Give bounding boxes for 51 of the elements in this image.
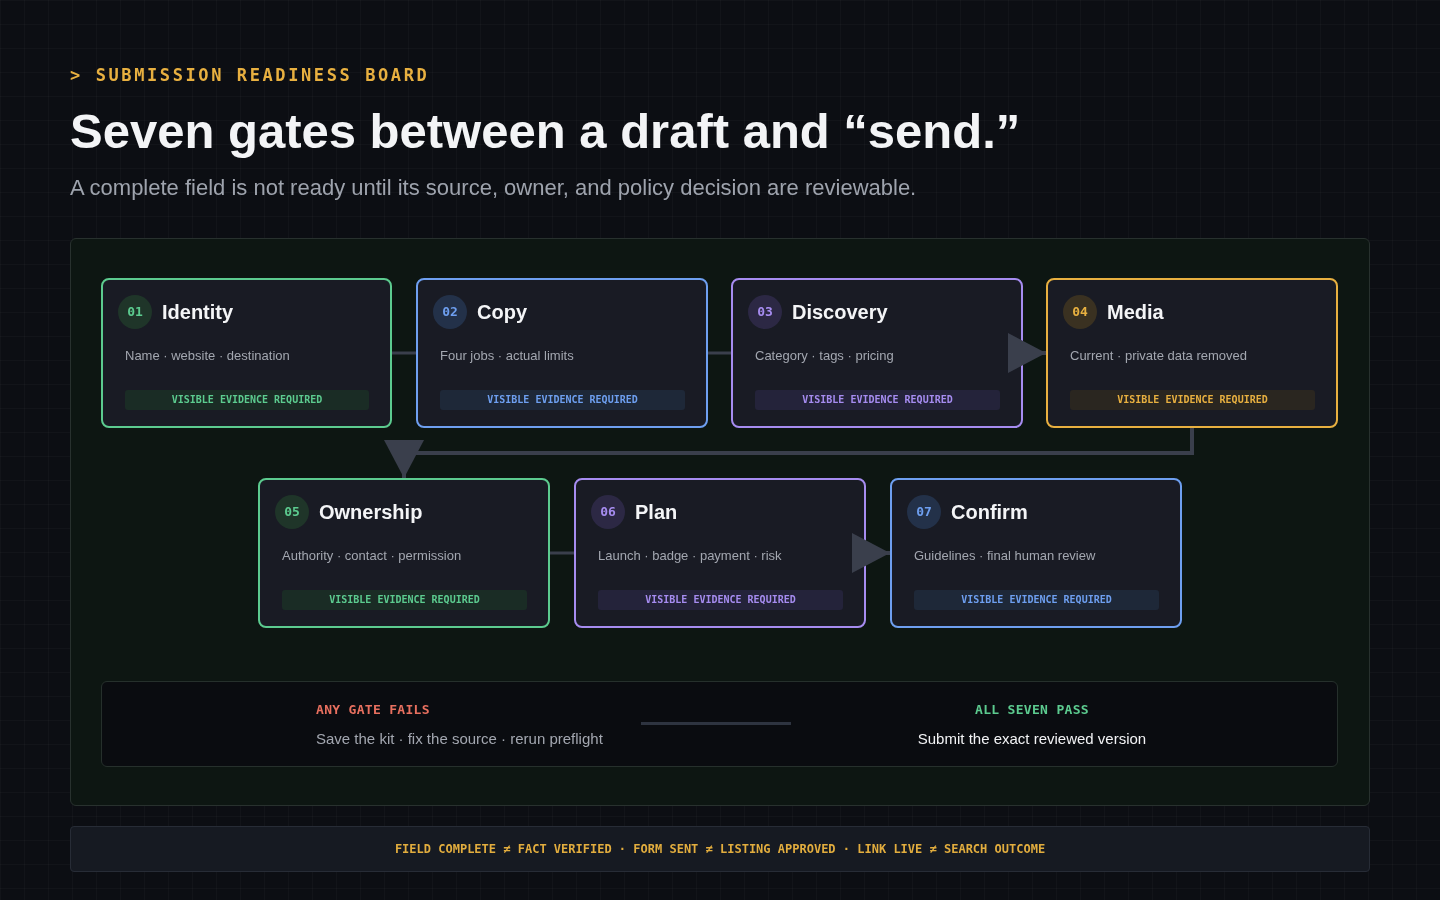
gate-description: Launch · badge · payment · risk bbox=[598, 548, 782, 564]
evidence-tag: VISIBLE EVIDENCE REQUIRED bbox=[914, 590, 1159, 610]
evidence-tag: VISIBLE EVIDENCE REQUIRED bbox=[755, 390, 1000, 410]
gate-title: Identity bbox=[162, 300, 234, 324]
outcome-heading: ANY GATE FAILS bbox=[316, 702, 430, 718]
outcome-heading: ALL SEVEN PASS bbox=[975, 702, 1089, 718]
gate-card bbox=[101, 278, 392, 428]
gate-title: Media bbox=[1107, 300, 1164, 324]
evidence-tag: VISIBLE EVIDENCE REQUIRED bbox=[1070, 390, 1315, 410]
evidence-tag: VISIBLE EVIDENCE REQUIRED bbox=[125, 390, 369, 410]
arrow bbox=[1008, 333, 1046, 373]
gate-description: Current · private data removed bbox=[1070, 348, 1248, 364]
outcome-panel bbox=[101, 681, 1338, 767]
step-number: 05 bbox=[275, 495, 309, 529]
evidence-tag: VISIBLE EVIDENCE REQUIRED bbox=[598, 590, 843, 610]
gate-description: Four jobs · actual limits bbox=[440, 348, 574, 364]
step-number: 04 bbox=[1063, 295, 1097, 329]
footer-note: FIELD COMPLETE ≠ FACT VERIFIED · FORM SENT ≠ LISTING APPROVED · LINK LIVE ≠ SEARCH OUTCOME bbox=[70, 826, 1370, 872]
board-panel bbox=[70, 238, 1370, 806]
eyebrow-label: > SUBMISSION READINESS BOARD bbox=[70, 65, 430, 85]
page-title: Seven gates between a draft and “send.” bbox=[70, 103, 1021, 160]
gate-title: Discovery bbox=[792, 300, 888, 324]
step-number: 03 bbox=[748, 295, 782, 329]
outcome-description: Submit the exact reviewed version bbox=[917, 730, 1147, 748]
gate-card bbox=[890, 478, 1182, 628]
step-number: 02 bbox=[433, 295, 467, 329]
connector-line bbox=[708, 351, 731, 355]
gate-title: Copy bbox=[477, 300, 527, 324]
subtitle: A complete field is not ready until its source, owner, and policy decision are reviewable. bbox=[70, 175, 917, 200]
gate-description: Name · website · destination bbox=[125, 348, 290, 364]
gate-description: Authority · contact · permission bbox=[282, 548, 462, 564]
gate-card bbox=[1046, 278, 1338, 428]
connector-line bbox=[550, 551, 574, 555]
gate-title: Plan bbox=[635, 500, 678, 524]
gate-card bbox=[731, 278, 1023, 428]
gate-title: Ownership bbox=[319, 500, 423, 524]
outcome-description: Save the kit · fix the source · rerun preflight bbox=[316, 730, 603, 748]
gate-card bbox=[416, 278, 708, 428]
evidence-tag: VISIBLE EVIDENCE REQUIRED bbox=[282, 590, 527, 610]
step-number: 07 bbox=[907, 495, 941, 529]
gate-title: Confirm bbox=[951, 500, 1028, 524]
connector-line bbox=[392, 351, 416, 355]
arrow bbox=[852, 533, 890, 573]
gate-description: Category · tags · pricing bbox=[755, 348, 894, 364]
gate-card bbox=[258, 478, 550, 628]
gate-description: Guidelines · final human review bbox=[914, 548, 1096, 564]
arrow bbox=[384, 428, 1194, 478]
step-number: 06 bbox=[591, 495, 625, 529]
step-number: 01 bbox=[118, 295, 152, 329]
evidence-tag: VISIBLE EVIDENCE REQUIRED bbox=[440, 390, 685, 410]
gate-card bbox=[574, 478, 866, 628]
